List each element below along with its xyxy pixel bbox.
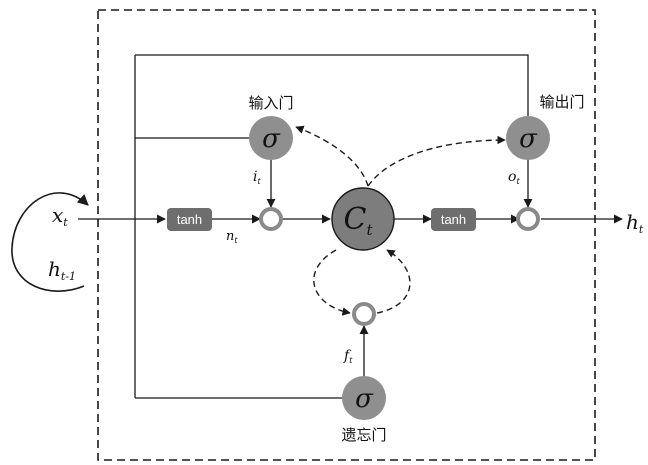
forget-gate-label: 遗忘门	[341, 426, 386, 444]
forget-multiplier-to-cell-loop	[376, 249, 411, 314]
forget-gate-signal-label: ft	[343, 348, 353, 365]
input-tanh-label: tanh	[177, 212, 202, 227]
output-gate-signal-label: ot	[508, 169, 520, 186]
peephole-to-input-gate	[295, 125, 369, 187]
output-gate-label: 输出门	[539, 93, 584, 111]
output-gate-sigma: σ	[519, 124, 538, 154]
forget-gate-node	[342, 376, 386, 420]
output-hidden-label: ht	[626, 210, 644, 236]
peephole-to-output-gate	[367, 135, 506, 187]
input-gate-label: 输入门	[248, 94, 293, 112]
cell-state-node	[331, 187, 395, 251]
cell-boundary	[97, 9, 596, 461]
input-signal-label: xt	[52, 203, 68, 229]
input-gate-signal-label: it	[253, 169, 261, 186]
forget-gate-sigma: σ	[355, 384, 374, 414]
output-gate-node	[506, 116, 550, 160]
output-tanh-label: tanh	[441, 212, 466, 227]
output-multiplier-node	[516, 207, 540, 231]
input-gate-sigma: σ	[262, 124, 281, 154]
forget-multiplier-node	[352, 302, 376, 326]
cell-state-label: Ct	[344, 202, 374, 239]
input-gate-node	[249, 116, 293, 160]
input-multiplier-node	[259, 207, 283, 231]
output-gate-feed-line	[135, 54, 529, 116]
candidate-signal-label: nt	[226, 229, 238, 245]
input-tanh-box	[167, 208, 212, 231]
previous-hidden-label: ht-1	[48, 257, 76, 283]
output-tanh-box	[431, 208, 476, 231]
recurrent-loop-arrow	[11, 192, 89, 292]
cell-to-forget-multiplier-loop	[313, 249, 351, 316]
